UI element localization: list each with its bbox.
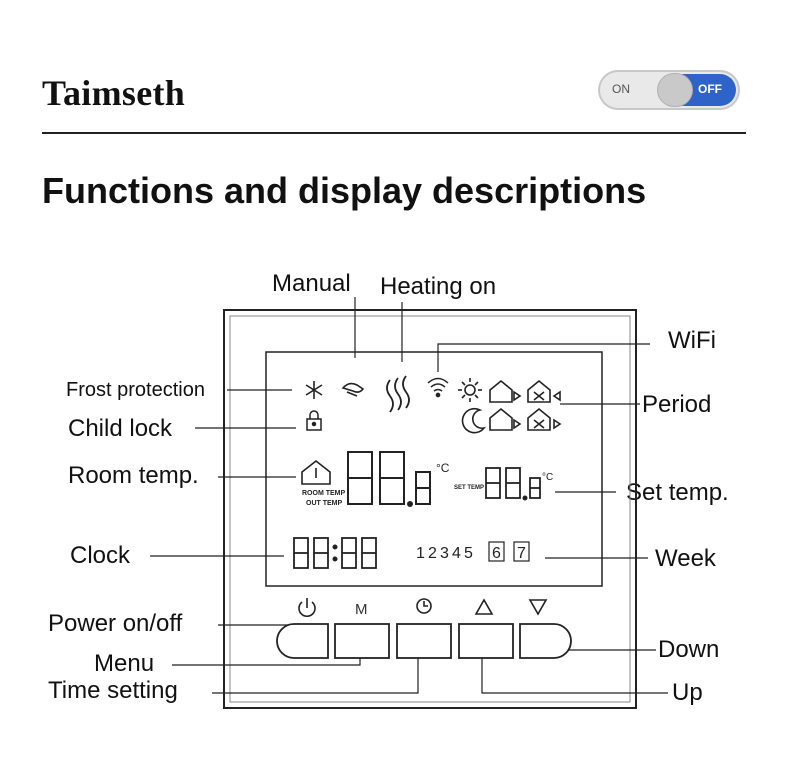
label-heating-on: Heating on bbox=[380, 273, 497, 300]
label-up: Up bbox=[672, 679, 703, 706]
toggle-off-label: OFF bbox=[698, 82, 722, 96]
label-time-setting: Time setting bbox=[48, 677, 178, 704]
label-clock: Clock bbox=[70, 542, 131, 569]
down-button[interactable] bbox=[519, 623, 572, 659]
set-temp-unit: °C bbox=[542, 472, 553, 483]
down-triangle-icon bbox=[528, 599, 548, 616]
wifi-icon bbox=[427, 377, 449, 398]
on-off-toggle[interactable]: ON OFF bbox=[598, 70, 740, 110]
lcd-screen bbox=[265, 351, 603, 587]
room-temp-unit: °C bbox=[436, 461, 450, 475]
label-manual: Manual bbox=[272, 270, 351, 297]
sun-icon bbox=[458, 378, 482, 402]
lcd-room-temp-label: ROOM TEMP bbox=[302, 490, 345, 497]
brand-title: Taimseth bbox=[42, 73, 186, 113]
week-day-6: 6 bbox=[492, 545, 501, 562]
moon-icon bbox=[461, 407, 486, 434]
week-day-2: 2 bbox=[428, 545, 437, 562]
label-child-lock: Child lock bbox=[68, 415, 173, 442]
device-inner-frame bbox=[229, 315, 631, 703]
snowflake-icon bbox=[305, 381, 323, 399]
hand-icon bbox=[341, 382, 365, 397]
up-triangle-icon bbox=[474, 598, 494, 615]
week-day-4: 4 bbox=[452, 545, 461, 562]
time-setting-button[interactable] bbox=[396, 623, 452, 659]
label-menu: Menu bbox=[94, 650, 155, 677]
toggle-on-label: ON bbox=[612, 82, 630, 96]
week-day-7: 7 bbox=[517, 545, 526, 562]
up-button[interactable] bbox=[458, 623, 514, 659]
set-temp-digits bbox=[485, 467, 541, 501]
heat-waves-icon bbox=[386, 375, 410, 413]
clock-icon bbox=[416, 598, 432, 614]
house-tools-icon bbox=[527, 379, 562, 431]
week-day-5: 5 bbox=[464, 545, 473, 562]
power-button[interactable] bbox=[276, 623, 329, 659]
lcd-out-temp-label: OUT TEMP bbox=[306, 500, 342, 507]
house-arrow-icon bbox=[489, 379, 522, 431]
label-power: Power on/off bbox=[48, 610, 183, 637]
label-set-temp: Set temp. bbox=[626, 479, 729, 506]
page-heading: Functions and display descriptions bbox=[42, 170, 647, 211]
lock-icon bbox=[306, 410, 322, 431]
label-period: Period bbox=[642, 391, 712, 418]
lcd-set-temp-label: SET TEMP bbox=[454, 485, 484, 491]
label-frost-protection: Frost protection bbox=[66, 379, 205, 401]
power-icon bbox=[298, 598, 316, 617]
toggle-knob[interactable] bbox=[658, 74, 692, 106]
header-divider bbox=[42, 132, 746, 134]
clock-digits bbox=[293, 537, 377, 569]
label-down: Down bbox=[658, 636, 720, 663]
label-week: Week bbox=[655, 545, 716, 572]
menu-button[interactable] bbox=[334, 623, 390, 659]
week-day-1: 1 bbox=[416, 545, 425, 562]
room-temp-digits bbox=[347, 451, 431, 507]
device-outer-frame bbox=[223, 309, 637, 709]
room-house-icon bbox=[301, 459, 331, 485]
label-wifi: WiFi bbox=[668, 327, 716, 354]
label-room-temp: Room temp. bbox=[68, 462, 199, 489]
menu-letter: M bbox=[355, 601, 368, 618]
week-day-3: 3 bbox=[440, 545, 449, 562]
